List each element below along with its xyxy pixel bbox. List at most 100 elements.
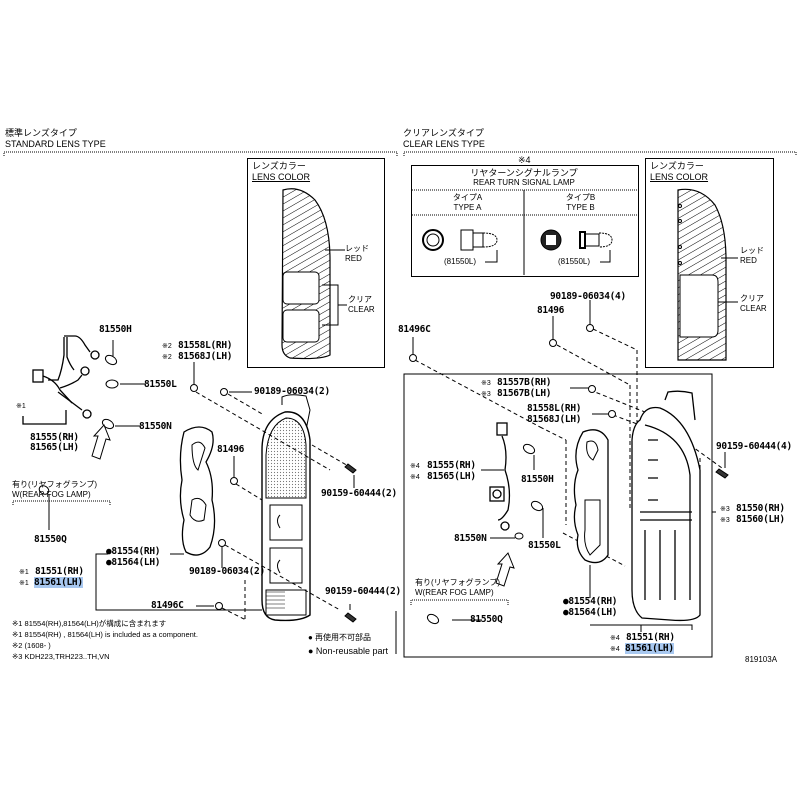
right-section-title-en: CLEAR LENS TYPE (403, 139, 485, 149)
right-part-81550L[interactable]: 81550L (528, 540, 561, 551)
left-part-81550N[interactable]: 81550N (139, 421, 172, 432)
right-mark-3b: ※3 (481, 391, 491, 398)
note-3: ※3 KDH223,TRH223..TH,VN (12, 652, 110, 661)
left-part-81550L[interactable]: 81550L (144, 379, 177, 390)
left-fog-lamp-en: W(REAR FOG LAMP) (12, 490, 91, 499)
left-leader-lines (12, 340, 145, 530)
right-part-81558L[interactable]: 81558L(RH) (527, 403, 582, 414)
right-part-socket-lh[interactable]: 81565(LH) (427, 471, 476, 482)
turn-signal-table (411, 165, 639, 277)
right-mark-4d: ※4 (610, 646, 620, 653)
left-part-81496C[interactable]: 81496C (151, 600, 184, 611)
left-part-81550Q[interactable]: 81550Q (34, 534, 67, 545)
figure-id: 819103A (745, 655, 778, 664)
right-view-arrow-icon (495, 552, 515, 587)
legend-non-reusable-jp: ● 再使用不可部品 (308, 633, 372, 642)
note-1-en: ※1 81554(RH) , 81564(LH) is included as … (12, 630, 198, 639)
left-lens-color-title-en: LENS COLOR (252, 172, 311, 182)
left-fog-lamp-jp: 有り(リヤフォグランプ) (12, 480, 98, 489)
left-section-title-jp: 標準レンズタイプ (5, 128, 77, 138)
left-lens-color-illustration (281, 188, 347, 360)
right-part-81567B[interactable]: 81567B(LH) (497, 388, 552, 399)
left-part-socket-lh[interactable]: 81565(LH) (30, 442, 79, 453)
type-b-bulb-illustration (540, 229, 613, 263)
left-lens-clear-jp: クリア (348, 295, 372, 304)
left-view-arrow-icon (91, 424, 111, 460)
legend-non-reusable-en: ● Non-reusable part (308, 646, 388, 656)
type-a-jp: タイプA (452, 193, 483, 202)
right-part-81496[interactable]: 81496 (537, 305, 565, 316)
right-gasket-illustration (573, 429, 609, 564)
right-mark-3c: ※3 (720, 506, 730, 513)
left-lens-red-jp: レッド (345, 244, 369, 253)
right-part-81496C[interactable]: 81496C (398, 324, 431, 335)
right-part-screw-top[interactable]: 90189-06034(4) (550, 291, 626, 302)
left-gasket-illustration (179, 426, 216, 556)
left-part-81568J[interactable]: 81568J(LH) (178, 351, 233, 362)
right-mark-3d: ※3 (720, 517, 730, 524)
left-part-81496[interactable]: 81496 (217, 444, 245, 455)
right-lens-clear-jp: クリア (740, 294, 764, 303)
type-a-bulb-illustration (422, 229, 498, 263)
left-part-81558L[interactable]: 81558L(RH) (178, 340, 233, 351)
turn-signal-table-lines (412, 189, 637, 275)
left-lens-color-box (247, 158, 385, 368)
left-rear-lamp-illustration (261, 394, 311, 622)
right-leader-lines (410, 300, 726, 632)
note-1-jp: ※1 81554(RH),81564(LH)が構成に含まれます (12, 619, 167, 628)
type-b-bulb-part[interactable]: (81550L) (558, 257, 591, 266)
right-section-bracket (403, 151, 797, 156)
left-part-screw-right[interactable]: 90159-60444(2) (321, 488, 397, 499)
left-part-81550H[interactable]: 81550H (99, 324, 132, 335)
right-lens-red-en: RED (740, 256, 757, 265)
right-part-lamp-rh[interactable]: 81551(RH) (626, 632, 675, 643)
right-part-gasket-lh[interactable]: ●81564(LH) (563, 607, 618, 618)
left-part-gasket-lh[interactable]: ●81564(LH) (106, 557, 161, 568)
right-lens-clear-en: CLEAR (740, 304, 767, 313)
right-mark-4-header: ※4 (518, 155, 531, 165)
type-b-jp: タイプB (565, 193, 596, 202)
right-part-81550H[interactable]: 81550H (521, 474, 554, 485)
right-lens-color-title-jp: レンズカラー (650, 161, 704, 171)
note-2: ※2 (1608- ) (12, 641, 51, 650)
left-part-gasket-rh[interactable]: ●81554(RH) (106, 546, 161, 557)
type-a-en: TYPE A (453, 203, 482, 212)
right-mark-4b: ※4 (410, 474, 420, 481)
left-part-screw-bottom-right[interactable]: 90159-60444(2) (325, 586, 401, 597)
right-part-lens-lh[interactable]: 81560(LH) (736, 514, 785, 525)
left-lens-red-en: RED (345, 254, 362, 263)
right-rear-lamp-illustration (631, 390, 701, 622)
right-part-screw-right[interactable]: 90159-60444(4) (716, 441, 792, 452)
left-part-lamp-lh-highlighted[interactable]: 81561(LH) (34, 577, 83, 588)
left-bulbs (38, 354, 119, 495)
left-part-screw-top[interactable]: 90189-06034(2) (254, 386, 330, 397)
left-part-socket-rh[interactable]: 81555(RH) (30, 432, 79, 443)
left-part-lamp-rh[interactable]: 81551(RH) (35, 566, 84, 577)
right-fog-lamp-en: W(REAR FOG LAMP) (415, 588, 494, 597)
right-lens-red-jp: レッド (740, 246, 764, 255)
right-part-lamp-lh-highlighted[interactable]: 81561(LH) (625, 643, 674, 654)
left-lens-clear-en: CLEAR (348, 305, 375, 314)
right-socket-harness-illustration (489, 422, 511, 531)
right-part-gasket-rh[interactable]: ●81554(RH) (563, 596, 618, 607)
right-lens-color-title-en: LENS COLOR (650, 172, 709, 182)
type-a-bulb-part[interactable]: (81550L) (444, 257, 477, 266)
right-part-81550Q[interactable]: 81550Q (470, 614, 503, 625)
right-mark-3a: ※3 (481, 380, 491, 387)
right-part-81568J[interactable]: 81568J(LH) (527, 414, 582, 425)
right-part-lens-rh[interactable]: 81550(RH) (736, 503, 785, 514)
left-mark-1a: ※1 (19, 569, 29, 576)
right-part-81557B[interactable]: 81557B(RH) (497, 377, 552, 388)
left-mark-1b: ※1 (19, 580, 29, 587)
right-fasteners (409, 324, 729, 479)
left-section-bracket (3, 151, 398, 156)
right-fog-lamp-jp: 有り(リヤフォグランプ) (415, 578, 501, 587)
left-fasteners (190, 384, 357, 623)
turn-signal-title-jp: リヤターンシグナルランプ (470, 168, 578, 178)
left-part-screw-bottom[interactable]: 90189-06034(2) (189, 566, 265, 577)
left-mark-2a: ※2 (162, 343, 172, 350)
right-part-81550N[interactable]: 81550N (454, 533, 487, 544)
left-dashed-assembly-lines (195, 391, 351, 621)
right-part-socket-rh[interactable]: 81555(RH) (427, 460, 476, 471)
